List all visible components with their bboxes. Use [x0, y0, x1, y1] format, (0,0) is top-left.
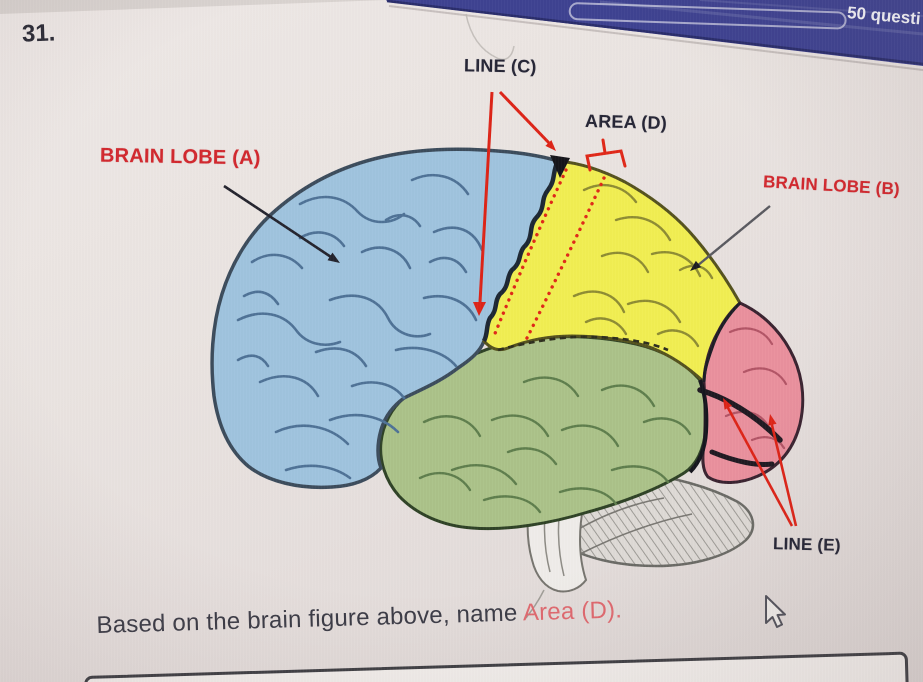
header-bar — [386, 0, 923, 71]
frontal-lobe-shape — [210, 147, 561, 490]
page-top-edge — [0, 0, 386, 14]
area-d-dotted-lines — [492, 168, 606, 346]
figure-label-brain-lobe-a: BRAIN LOBE (A) — [99, 144, 261, 170]
cursor-icon — [765, 595, 786, 628]
progress-pill[interactable] — [568, 2, 847, 30]
scratch-mark — [465, 13, 515, 61]
lobe-a-arrow — [223, 184, 340, 263]
occipital-sulcus-line — [697, 387, 783, 443]
figure-label-area-d: AREA (D) — [584, 110, 668, 134]
figure-label-line-e: LINE (E) — [772, 534, 841, 555]
line-e-arrows — [723, 398, 798, 527]
question-number: 31. — [21, 19, 56, 48]
line-c-arrows — [473, 90, 556, 316]
figure-label-line-c: LINE (C) — [463, 55, 537, 77]
lobe-boundaries — [481, 155, 742, 474]
lobe-b-arrow — [690, 205, 771, 271]
area-d-bracket — [585, 138, 627, 172]
occipital-sulcus-line — [709, 449, 775, 467]
prompt-highlight: Area (D). — [522, 596, 623, 627]
